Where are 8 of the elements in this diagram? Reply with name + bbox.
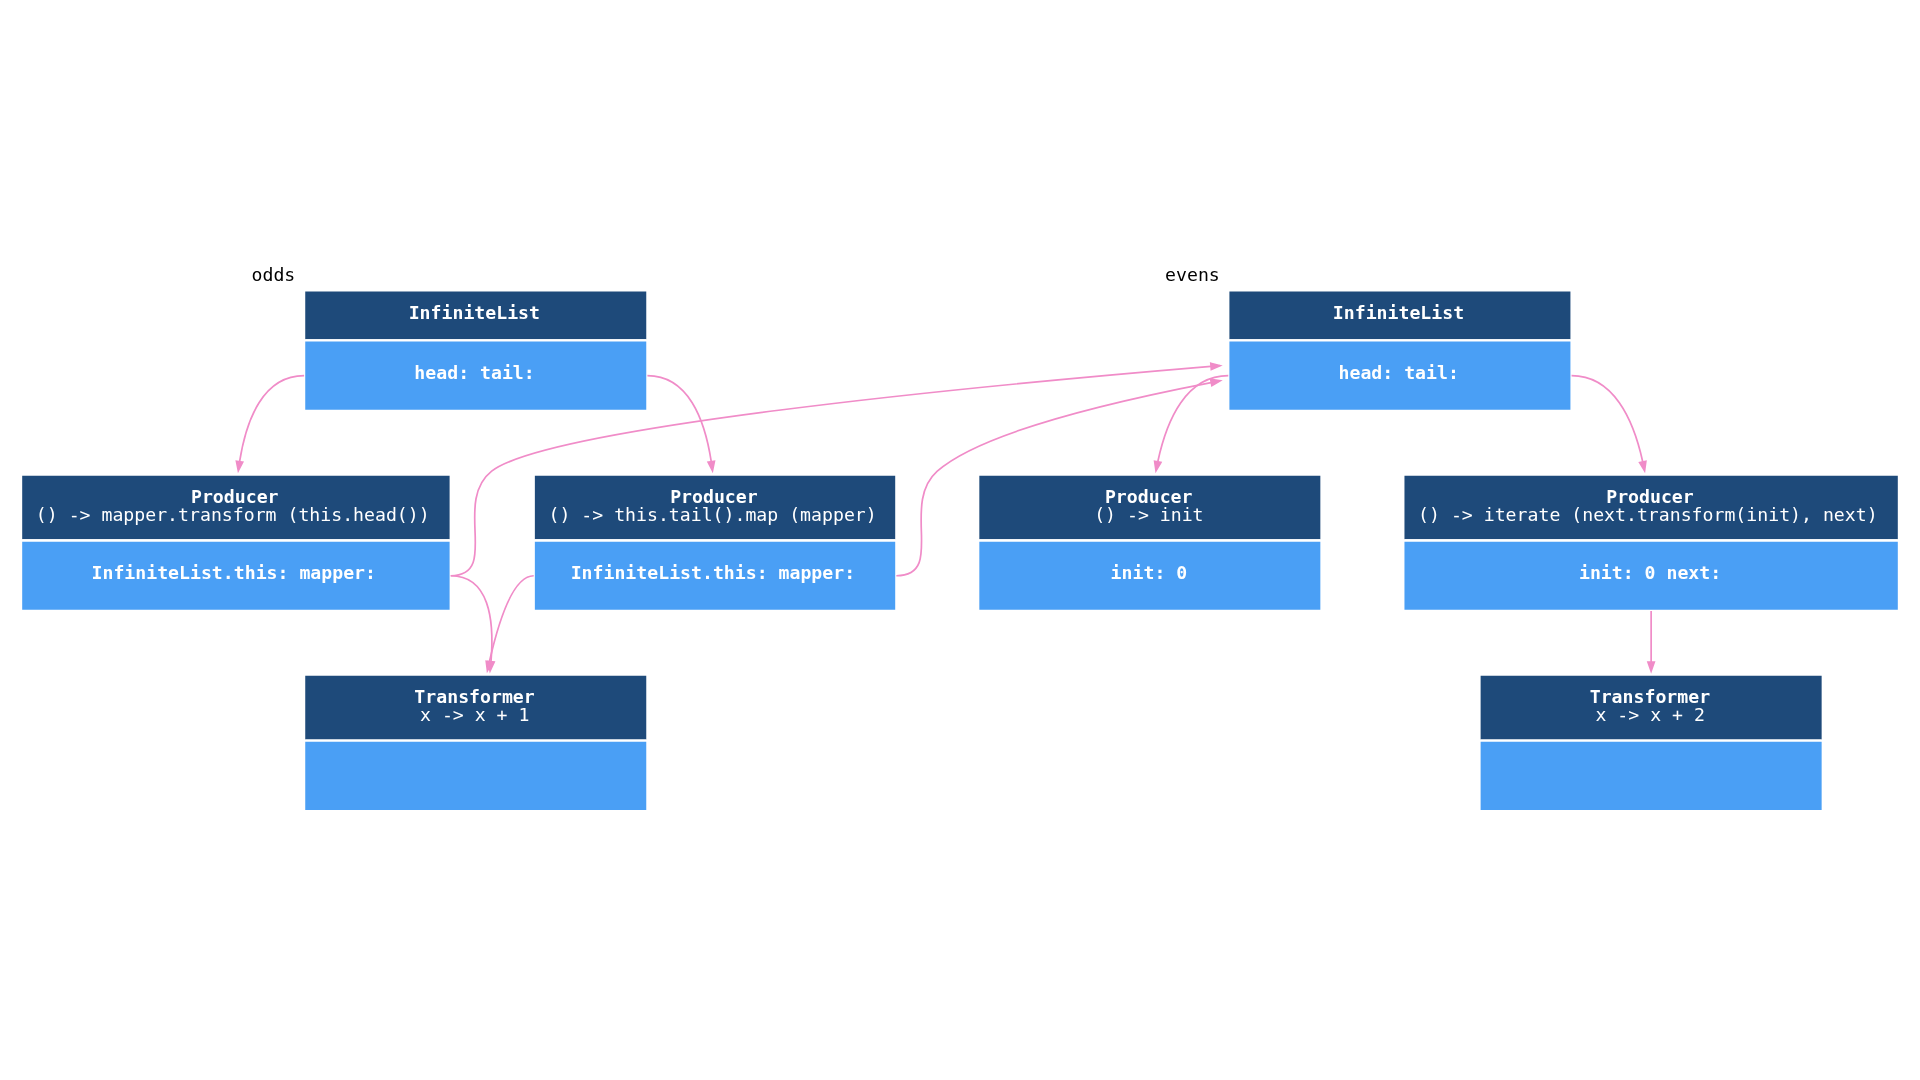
arrow <box>1646 609 1656 674</box>
arrow <box>646 374 716 473</box>
arrow <box>235 374 305 473</box>
node-label: odds <box>251 263 296 285</box>
node-label: evens <box>1165 263 1220 285</box>
arrow <box>1153 374 1230 473</box>
arrow <box>895 377 1223 577</box>
arrow <box>1570 374 1647 473</box>
